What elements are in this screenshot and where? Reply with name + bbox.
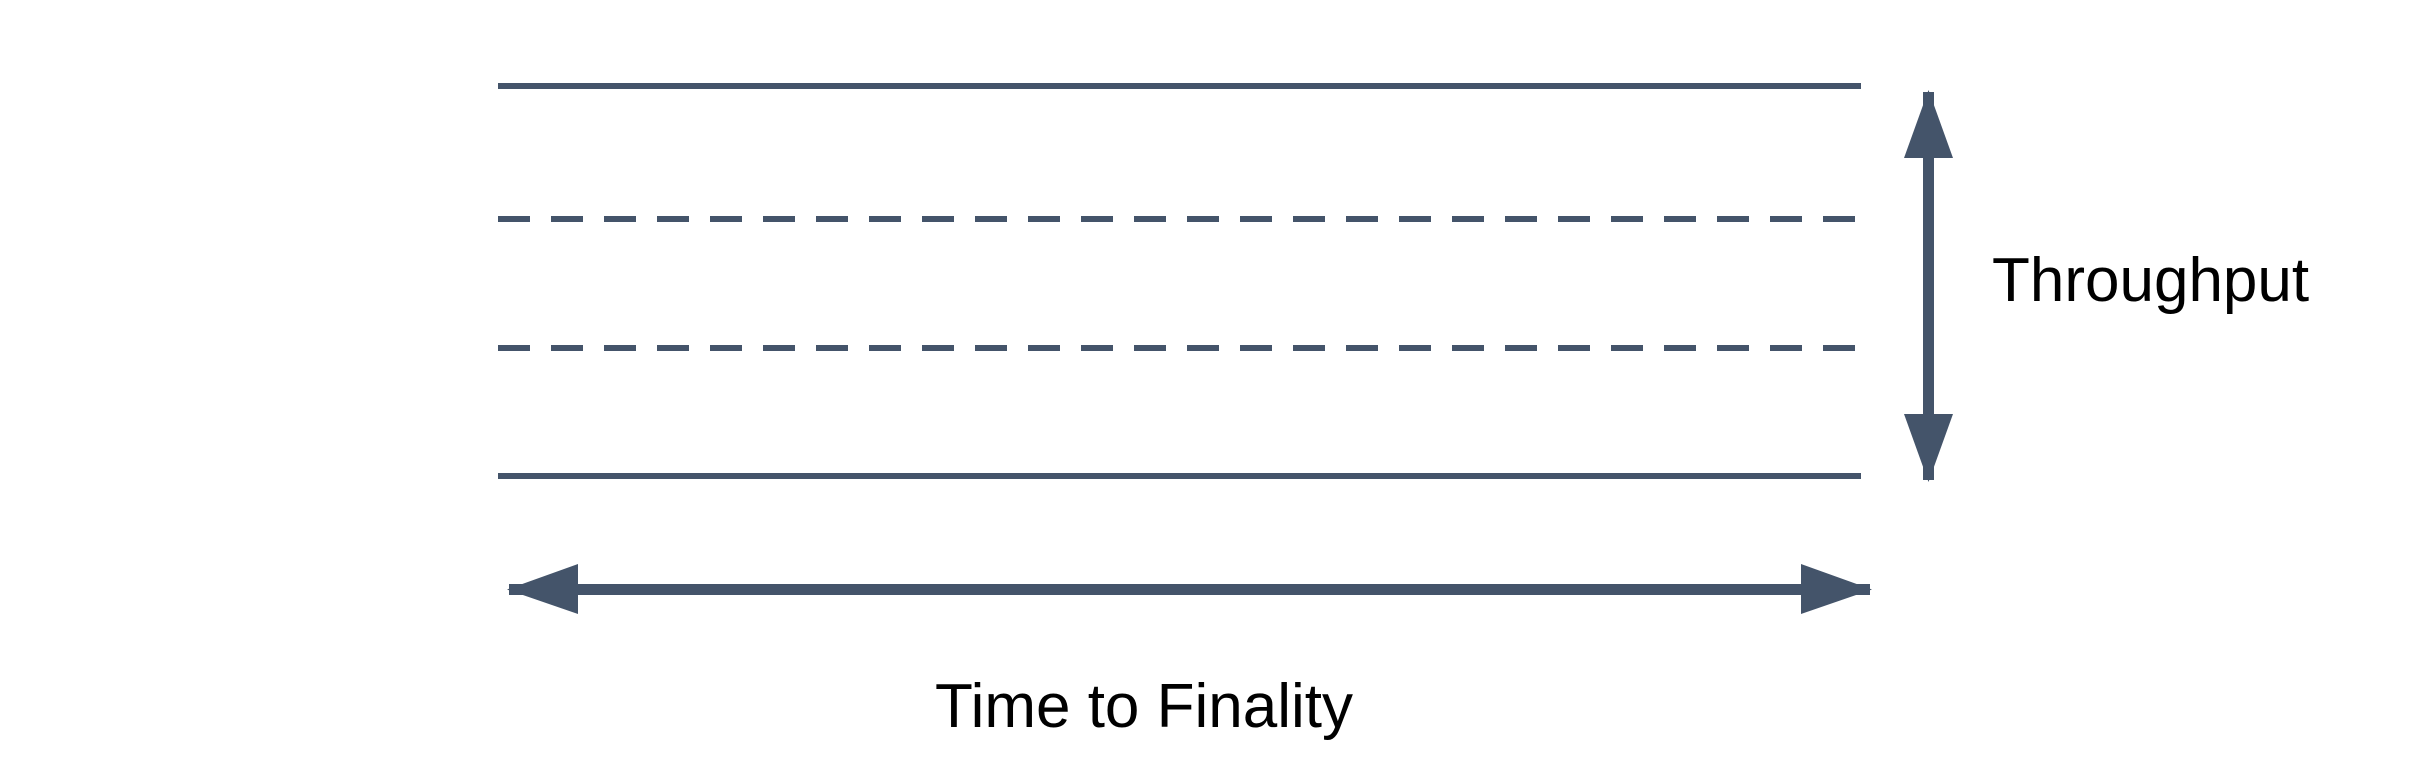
time-to-finality-axis-arrow (507, 564, 1872, 614)
throughput-axis-arrow (1904, 90, 1953, 482)
throughput-axis-label: Throughput (1992, 246, 2310, 315)
time-to-finality-axis-label: Time to Finality (935, 672, 1354, 741)
finality-arrowhead-right (1801, 564, 1872, 614)
throughput-arrow-shaft (1923, 92, 1934, 480)
finality-arrowhead-left (507, 564, 578, 614)
throughput-arrowhead-up (1904, 90, 1953, 158)
throughput-arrowhead-down (1904, 414, 1953, 482)
finality-arrow-shaft (509, 584, 1870, 595)
